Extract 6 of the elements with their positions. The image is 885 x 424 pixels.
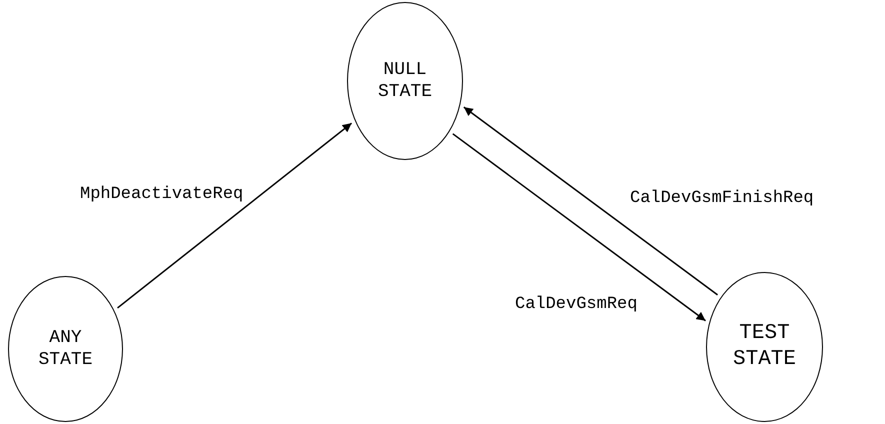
arrow xyxy=(452,133,706,322)
state-name: ANY STATE xyxy=(37,326,94,372)
arrow xyxy=(117,122,352,309)
state-name: TEST STATE xyxy=(732,320,797,373)
state-name: NULL STATE xyxy=(376,58,433,104)
arrow xyxy=(463,106,718,296)
